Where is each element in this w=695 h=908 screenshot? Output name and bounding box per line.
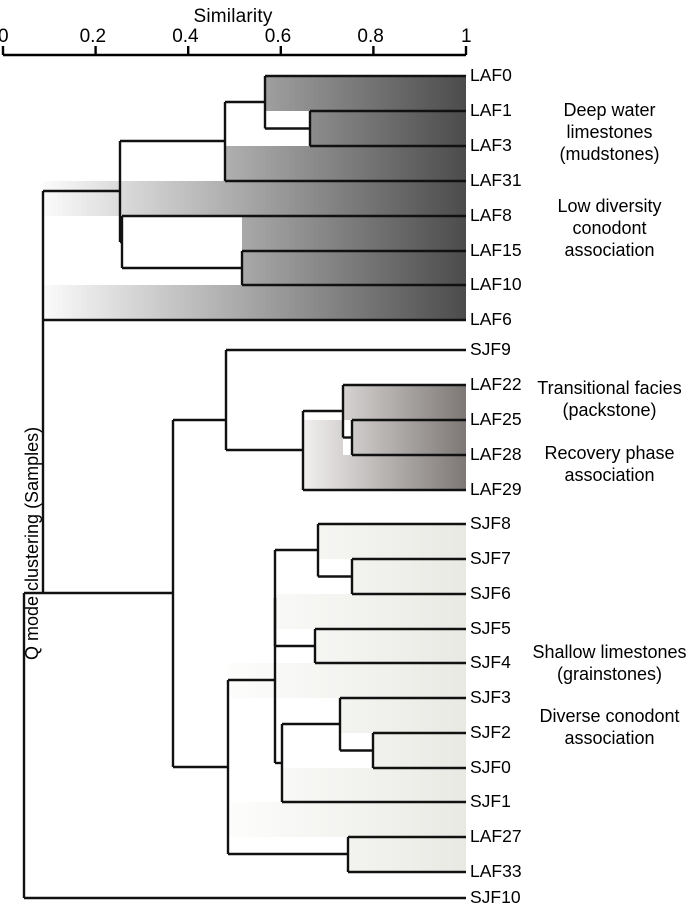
annotation-transitional-facies: Transitional facies (packstone) <box>537 378 682 420</box>
leaf-label: SJF4 <box>470 652 511 672</box>
leaf-label: LAF27 <box>470 826 522 846</box>
axis-tick-label: 0.8 <box>357 26 384 47</box>
leaf-label: SJF10 <box>470 887 521 907</box>
leaf-label: SJF0 <box>470 757 511 777</box>
axis-tick-label: 0.2 <box>79 26 107 47</box>
similarity-axis <box>1 46 468 57</box>
leaf-label: LAF0 <box>470 65 512 85</box>
annotation-shallow-limestones: Shallow limestones (grainstones) <box>532 642 687 684</box>
leaf-label: SJF1 <box>470 791 511 811</box>
leaf-label: LAF10 <box>470 274 522 294</box>
dendrogram-links <box>22 74 466 900</box>
leaf-label: LAF31 <box>470 170 522 190</box>
annotation-recovery-phase: Recovery phase association <box>544 443 675 485</box>
annotation-low-diversity-conodont: Low diversity conodont association <box>557 196 662 260</box>
axis-title: Similarity <box>193 6 273 27</box>
annotation-diverse-conodont: Diverse conodont association <box>539 706 680 748</box>
axis-tick-label: 0.4 <box>172 26 199 47</box>
leaf-label: SJF3 <box>470 687 511 707</box>
leaf-label: SJF7 <box>470 548 511 568</box>
leaf-label: LAF3 <box>470 135 512 155</box>
cluster-fills <box>43 76 466 872</box>
leaf-label: LAF22 <box>470 374 522 394</box>
axis-tick-label: 0 <box>0 26 9 47</box>
leaf-label: SJF5 <box>470 618 511 638</box>
axis-tick-label: 1 <box>461 26 472 47</box>
leaf-label: LAF33 <box>470 861 522 881</box>
leaf-label: SJF9 <box>470 339 511 359</box>
leaf-label: SJF6 <box>470 583 511 603</box>
leaf-label: LAF28 <box>470 444 522 464</box>
leaf-label: SJF2 <box>470 722 511 742</box>
axis-tick-label: 0.6 <box>264 26 292 47</box>
leaf-label: LAF8 <box>470 205 512 225</box>
annotation-deep-water-limestones: Deep water limestones (mudstones) <box>559 100 660 164</box>
leaf-label: LAF15 <box>470 240 522 260</box>
leaf-label: SJF8 <box>470 513 511 533</box>
leaf-label: LAF25 <box>470 409 522 429</box>
leaf-label: LAF29 <box>470 479 522 499</box>
leaf-label: LAF1 <box>470 100 512 120</box>
leaf-label: LAF6 <box>470 309 512 329</box>
